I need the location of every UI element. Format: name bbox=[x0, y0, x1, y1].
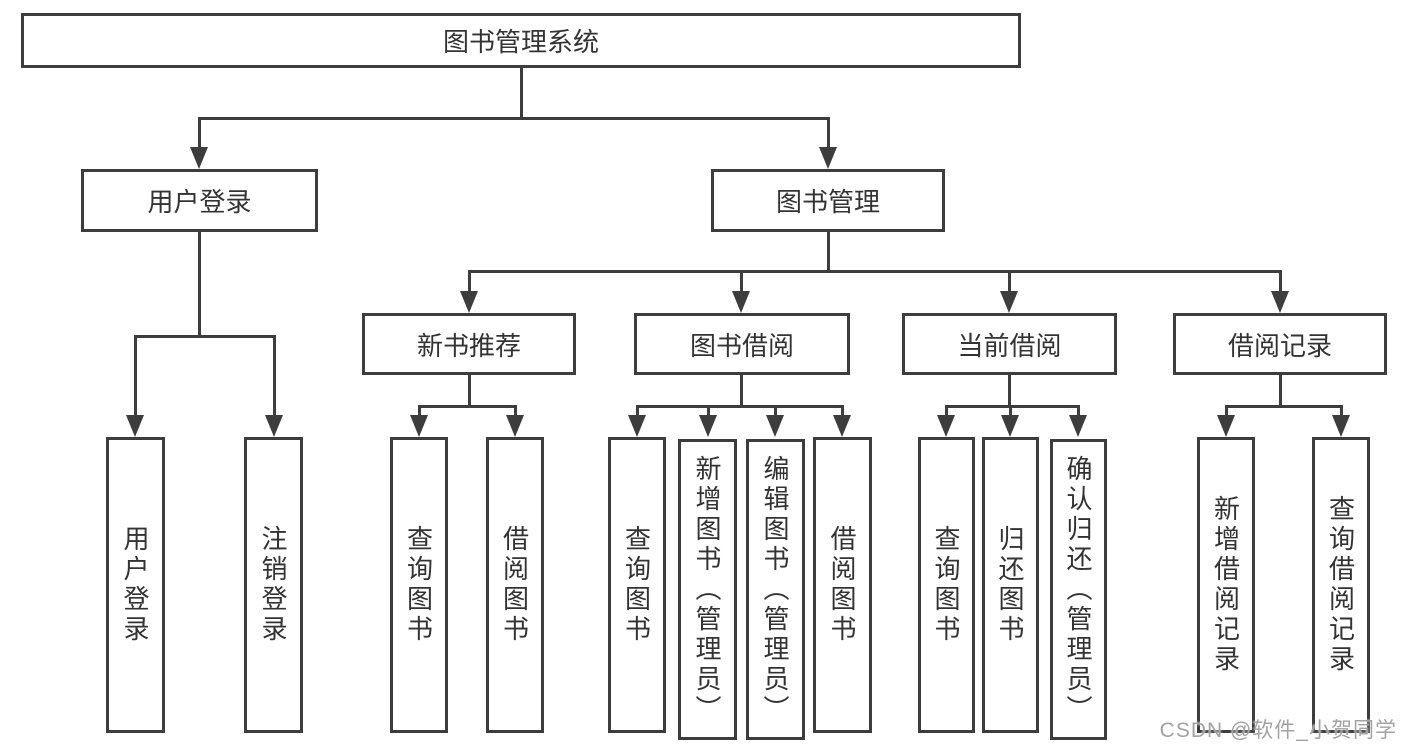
connector-leaf-stem bbox=[1009, 405, 1012, 419]
connector-leaf-stem bbox=[418, 405, 421, 419]
connector-leaf-stem bbox=[636, 405, 639, 419]
connector-book-mgmt-stem bbox=[827, 117, 830, 150]
csdn-watermark: CSDN @软件_小贺同学 bbox=[1159, 719, 1397, 742]
arrowhead-icon bbox=[126, 415, 144, 437]
connector-level2-bus bbox=[198, 117, 830, 120]
leaf-return-book: 归还图书 bbox=[982, 437, 1039, 733]
node-user-login: 用户登录 bbox=[81, 169, 318, 232]
connector-current-borrow-bus bbox=[945, 405, 1080, 408]
connector-user-login-bus bbox=[134, 335, 276, 338]
arrowhead-icon bbox=[1001, 415, 1019, 437]
connector-borrow-records-down bbox=[1279, 375, 1282, 405]
connector-user-login-stem bbox=[198, 117, 201, 150]
node-book-borrow: 图书借阅 bbox=[634, 313, 850, 375]
leaf-user-login: 用户登录 bbox=[106, 437, 165, 733]
connector-level3-stem bbox=[1279, 270, 1282, 295]
node-book-management: 图书管理 bbox=[711, 169, 945, 232]
node-current-borrow: 当前借阅 bbox=[902, 313, 1117, 375]
arrowhead-icon bbox=[819, 147, 837, 169]
leaf-logout: 注销登录 bbox=[244, 437, 303, 733]
connector-root-stem bbox=[520, 68, 523, 120]
arrowhead-icon bbox=[410, 415, 428, 437]
arrowhead-icon bbox=[833, 415, 851, 437]
arrowhead-icon bbox=[460, 291, 478, 313]
arrowhead-icon bbox=[732, 291, 750, 313]
leaf-confirm-return-admin: 确认归还（管理员） bbox=[1050, 439, 1107, 740]
leaf-query-book-2: 查询图书 bbox=[608, 437, 666, 733]
connector-level3-stem bbox=[468, 270, 471, 295]
connector-leaf-stem bbox=[774, 405, 777, 419]
connector-borrow-records-bus bbox=[1225, 405, 1343, 408]
arrowhead-icon bbox=[1332, 415, 1350, 437]
connector-level3-stem bbox=[740, 270, 743, 295]
node-borrow-records: 借阅记录 bbox=[1173, 313, 1387, 375]
connector-book-borrow-bus bbox=[636, 405, 844, 408]
connector-leaf-stem bbox=[1225, 405, 1228, 419]
connector-leaf-stem bbox=[841, 405, 844, 419]
connector-leaf-stem bbox=[707, 405, 710, 419]
leaf-add-book-admin: 新增图书（管理员） bbox=[678, 439, 737, 740]
node-new-book-recommend: 新书推荐 bbox=[362, 313, 576, 375]
connector-level3-bus bbox=[468, 270, 1282, 273]
connector-new-book-bus bbox=[418, 405, 517, 408]
leaf-add-borrow-record: 新增借阅记录 bbox=[1197, 437, 1255, 733]
connector-book-mgmt-down bbox=[827, 232, 830, 270]
connector-leaf-stem bbox=[1077, 405, 1080, 419]
connector-leaf-stem bbox=[514, 405, 517, 419]
arrowhead-icon bbox=[1217, 415, 1235, 437]
connector-leaf-stem bbox=[1340, 405, 1343, 419]
arrowhead-icon bbox=[628, 415, 646, 437]
arrowhead-icon bbox=[190, 147, 208, 169]
leaf-query-book-3: 查询图书 bbox=[918, 437, 975, 733]
connector-new-book-down bbox=[468, 375, 471, 405]
leaf-borrow-book-2: 借阅图书 bbox=[813, 437, 872, 733]
leaf-query-borrow-record: 查询借阅记录 bbox=[1312, 437, 1370, 733]
connector-level3-stem bbox=[1008, 270, 1011, 295]
connector-leaf-stem bbox=[273, 335, 276, 420]
connector-leaf-stem bbox=[134, 335, 137, 420]
arrowhead-icon bbox=[766, 415, 784, 437]
arrowhead-icon bbox=[265, 415, 283, 437]
leaf-borrow-book-1: 借阅图书 bbox=[486, 437, 544, 733]
arrowhead-icon bbox=[1069, 415, 1087, 437]
arrowhead-icon bbox=[506, 415, 524, 437]
arrowhead-icon bbox=[1271, 291, 1289, 313]
connector-user-login-down bbox=[198, 232, 201, 335]
leaf-query-book-1: 查询图书 bbox=[390, 437, 448, 733]
arrowhead-icon bbox=[937, 415, 955, 437]
connector-book-borrow-down bbox=[740, 375, 743, 405]
leaf-edit-book-admin: 编辑图书（管理员） bbox=[746, 439, 805, 740]
connector-leaf-stem bbox=[945, 405, 948, 419]
arrowhead-icon bbox=[1000, 291, 1018, 313]
connector-current-borrow-down bbox=[1008, 375, 1011, 405]
arrowhead-icon bbox=[699, 415, 717, 437]
node-root: 图书管理系统 bbox=[21, 13, 1021, 68]
